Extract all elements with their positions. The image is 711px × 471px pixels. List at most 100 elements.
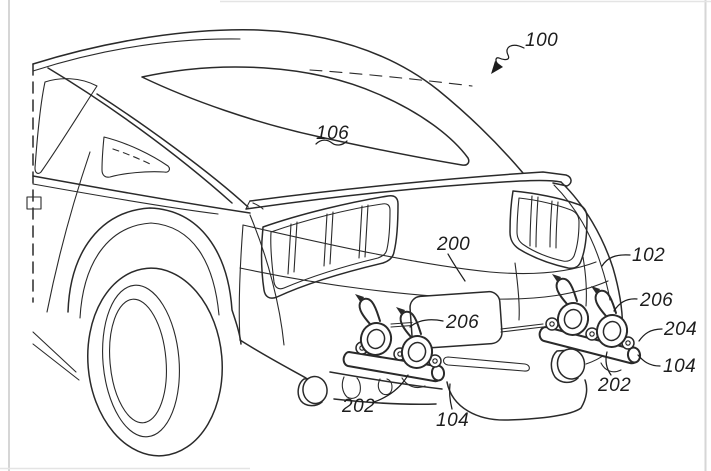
taillight-right-slat-1 <box>529 195 539 248</box>
ring-clamp <box>552 274 590 336</box>
fascia-seam-center <box>514 262 520 321</box>
reference-labels: 100 106 200 102 206 204 104 202 206 202 … <box>316 30 697 431</box>
ref-label-202-left: 202 <box>341 396 375 417</box>
bolt <box>545 317 559 331</box>
ref-label-106: 106 <box>316 123 349 144</box>
ref-label-204: 204 <box>663 319 697 340</box>
leader-204 <box>638 328 663 342</box>
taillight-left-inner <box>270 203 391 290</box>
clamp-handle-tip <box>396 307 405 316</box>
right-body-inner-edge <box>553 184 611 301</box>
rear-window-dashed-detail <box>309 69 473 87</box>
right-body-edge <box>560 181 624 338</box>
ref-label-206-right: 206 <box>639 290 673 311</box>
fascia-left-edge <box>238 224 244 341</box>
beltline-upper <box>32 175 251 214</box>
mount-bar-right <box>538 274 642 373</box>
roof-inner-line <box>32 38 241 72</box>
clamp-ring-outer <box>400 335 434 369</box>
underline-106 <box>315 139 348 146</box>
diffuser-bottom <box>333 398 437 406</box>
clamp-ring-inner <box>366 328 386 350</box>
decklid-edge <box>245 179 562 210</box>
taillight-left-outer <box>260 195 399 299</box>
c-pillar-front-edge <box>47 67 233 204</box>
taillight-right-slat-2 <box>549 200 559 249</box>
fender-arch-outer <box>67 207 242 345</box>
ring-clamp <box>355 294 393 356</box>
fender-arch-inner <box>79 222 220 319</box>
quarter-window-dashed-detail <box>112 148 153 166</box>
ref-label-102: 102 <box>632 245 665 266</box>
vehicle-outline <box>26 29 624 457</box>
ref-label-104-bottom: 104 <box>436 410 469 431</box>
rocker-line-lower <box>32 343 80 381</box>
taillight-left-slat-1 <box>287 221 298 275</box>
roof-line <box>32 29 524 174</box>
side-marker <box>26 196 42 210</box>
clamp-handle-tip <box>355 294 364 303</box>
leader-100-arrowhead <box>491 61 503 74</box>
spoiler-lip <box>249 171 572 202</box>
taillight-right-inner <box>516 197 580 262</box>
clamp-handle <box>399 310 422 338</box>
ref-label-202-right: 202 <box>597 375 631 396</box>
ref-label-206-center: 206 <box>445 312 479 333</box>
bar-left-bracket <box>401 377 426 389</box>
leader-206-center <box>409 319 444 328</box>
taillight-right-outer <box>509 190 588 269</box>
ring-clamp <box>591 286 629 348</box>
clamp-handle <box>358 297 381 325</box>
leader-100 <box>495 44 525 64</box>
beltline-lower <box>32 183 219 215</box>
tire-outer <box>87 267 223 457</box>
clamp-handle <box>594 289 617 317</box>
side-window <box>34 78 98 174</box>
leader-200 <box>447 253 466 282</box>
diffuser-slot <box>442 356 530 372</box>
leader-202-left <box>373 374 409 403</box>
leader-206-right <box>613 298 638 312</box>
taillight-left-slat-2 <box>323 211 334 267</box>
fascia-crease <box>242 224 597 275</box>
rear-window <box>141 66 470 166</box>
exhaust-left <box>297 375 328 407</box>
license-plate-recess <box>409 290 503 350</box>
diffuser-fin-2 <box>377 378 393 396</box>
cross-rod-right-segment <box>500 323 544 333</box>
leader-102 <box>601 254 631 267</box>
leader-104-right <box>637 354 661 367</box>
fascia-seam-right <box>582 256 587 307</box>
quarter-crease <box>249 214 285 346</box>
ref-label-200: 200 <box>436 234 470 255</box>
wheel-rim-inner <box>109 298 167 424</box>
taillight-left <box>260 195 399 299</box>
exhaust-left-tip <box>302 375 328 405</box>
bar-right-bracket <box>600 362 622 373</box>
clamp-ring-inner <box>602 320 622 342</box>
mount-bar-left <box>342 294 446 389</box>
bumper-lower-left-edge <box>239 339 307 379</box>
rocker-line-upper <box>32 331 77 373</box>
clamp-ring-inner <box>407 341 427 363</box>
ref-label-100: 100 <box>525 30 558 51</box>
taillight-right <box>509 190 588 269</box>
leader-104-bottom <box>448 383 453 410</box>
ref-label-104-right: 104 <box>663 356 696 377</box>
exhaust-right-tip <box>556 348 586 380</box>
quarter-window <box>101 136 170 178</box>
c-pillar-rear-edge <box>96 93 249 208</box>
decklid-shutline <box>252 202 264 210</box>
diffuser-top <box>329 371 443 390</box>
exhaust-right <box>550 348 586 384</box>
taillight-left-slat-3 <box>358 204 369 259</box>
ring-clamp <box>396 307 434 369</box>
door-seam <box>46 151 91 313</box>
clamp-handle <box>555 277 578 305</box>
clamp-handle-tip <box>591 286 600 295</box>
clamp-handle-tip <box>552 274 561 283</box>
valance-scoop <box>446 379 588 421</box>
